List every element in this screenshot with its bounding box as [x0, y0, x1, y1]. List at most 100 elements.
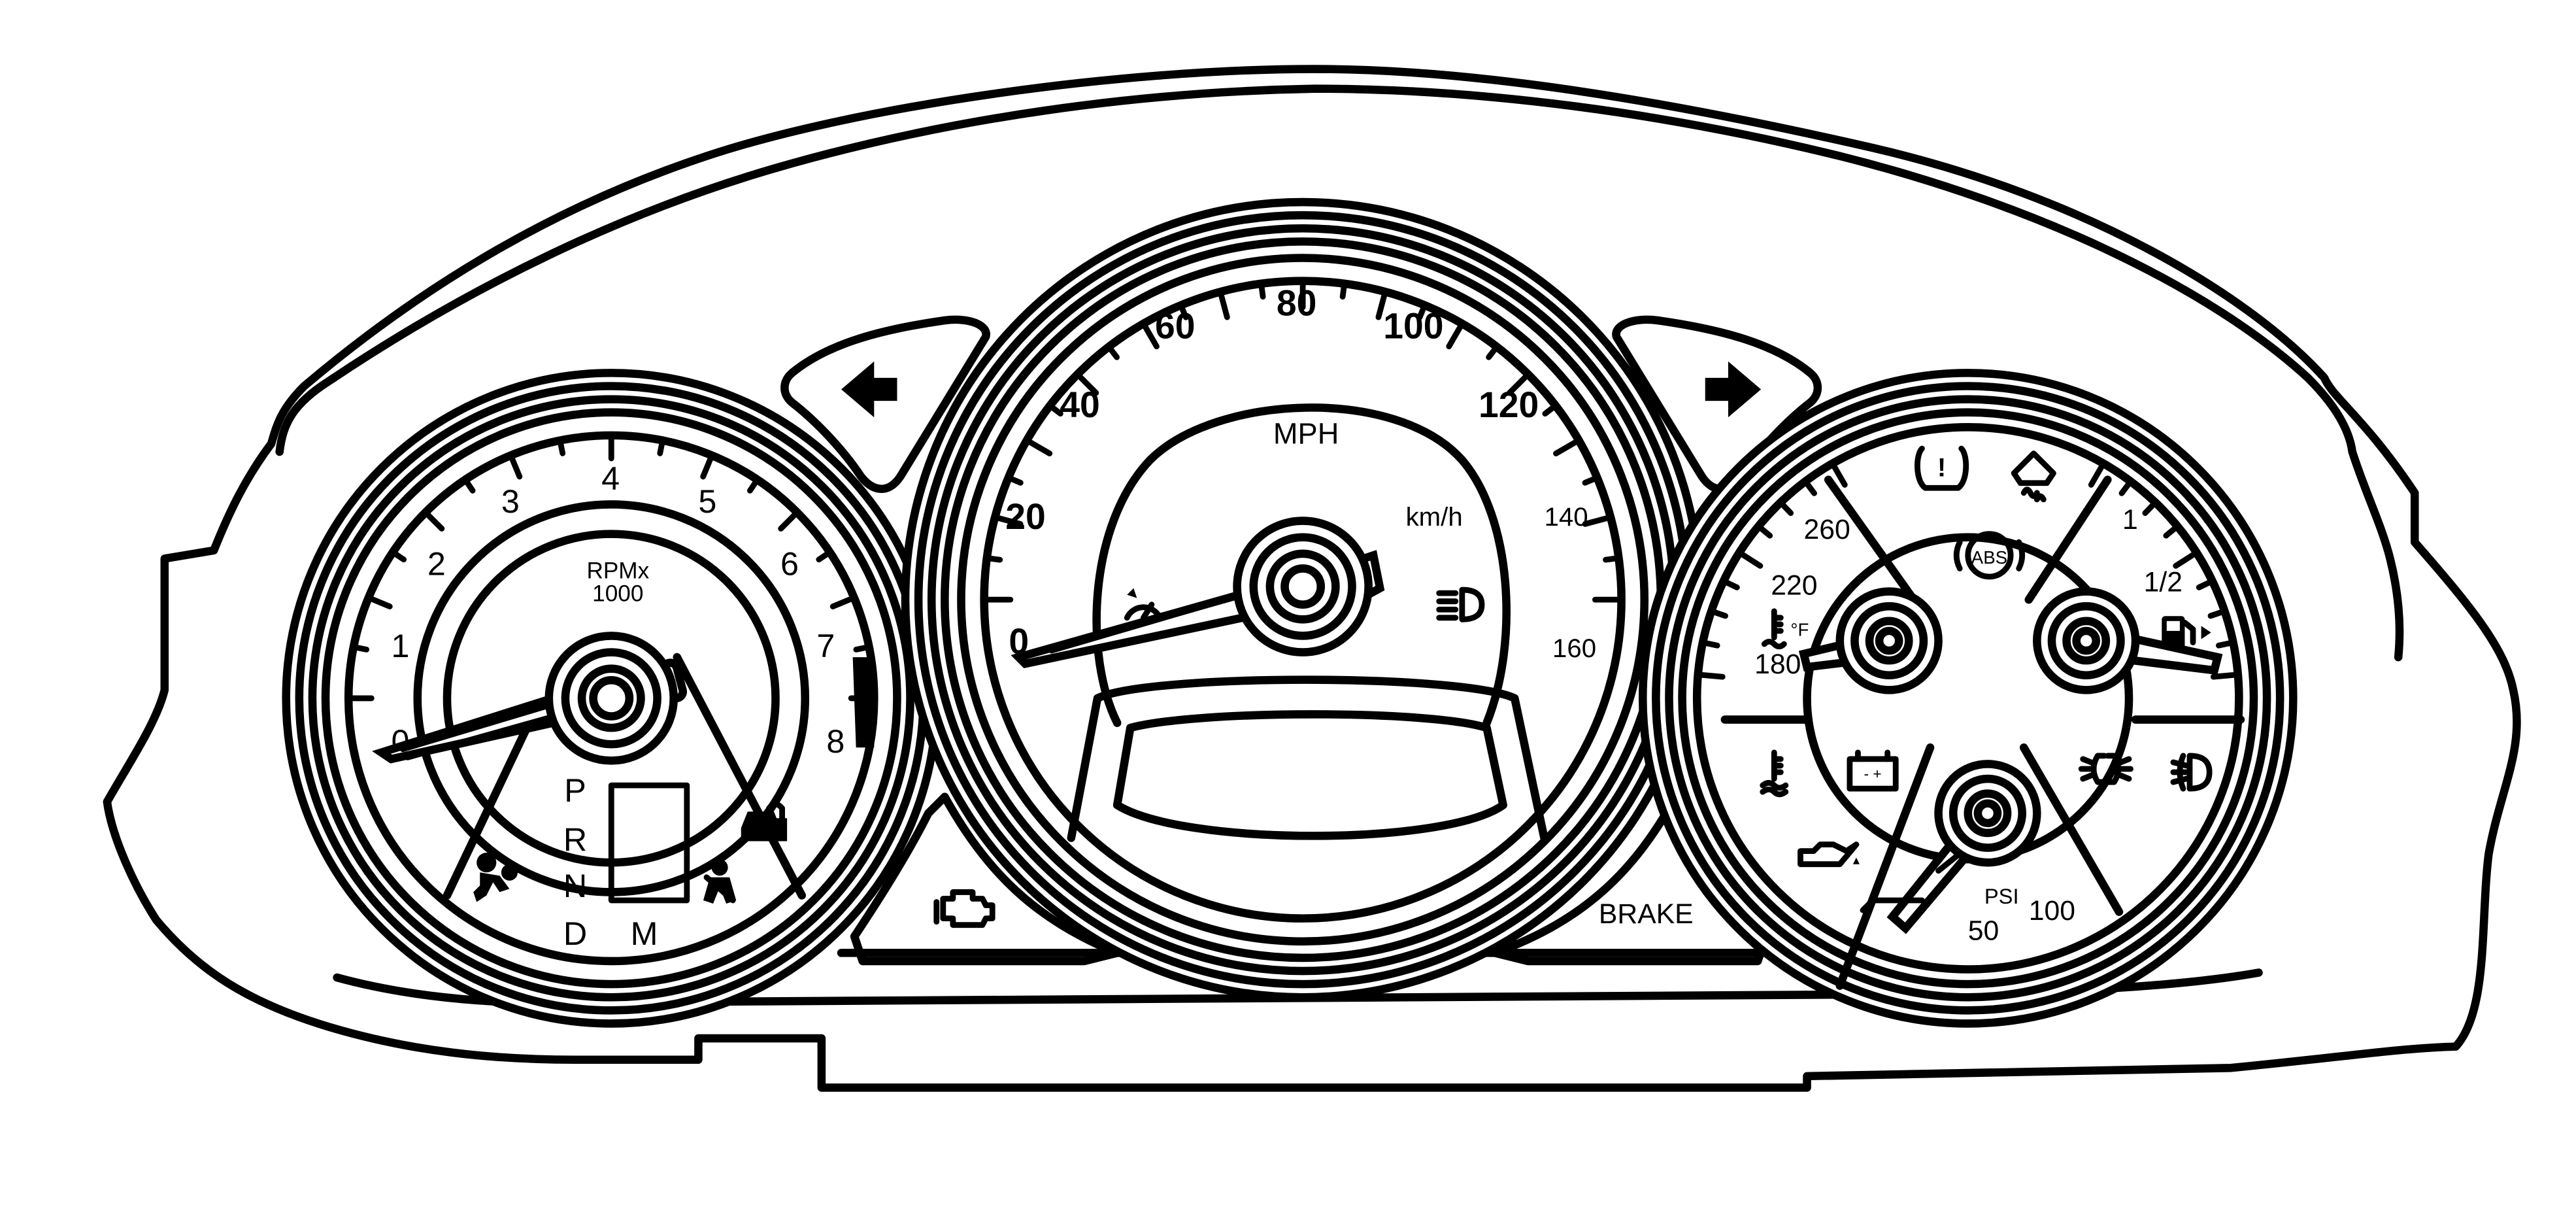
front-fog-lamp-icon: [2170, 753, 2213, 792]
rpm-multiplier: 1000: [592, 581, 643, 607]
kmh-tick-label: 140: [1544, 502, 1588, 532]
major-tick: [365, 594, 393, 609]
minor-tick: [1416, 302, 1428, 320]
left-turn-pod: [780, 315, 990, 493]
combination-gauge: 260 220 180 °F 1 1/2 PSI 50 100 ! ABS: [1638, 369, 2298, 1028]
fuel-tick-label: 1: [2122, 504, 2138, 536]
mph-tick-label: 100: [1383, 306, 1443, 347]
gear-letter: D: [563, 915, 587, 952]
minor-tick: [1720, 578, 1740, 590]
airbag-icon: [473, 853, 518, 902]
minor-tick: [2142, 500, 2158, 517]
minor-tick: [1777, 500, 1794, 517]
mph-tick-label: 40: [1060, 384, 1099, 425]
major-tick: [1553, 437, 1582, 456]
minor-tick: [1105, 344, 1120, 360]
traction-control-icon: [2011, 450, 2056, 503]
parking-lamp-icon: [2078, 753, 2133, 785]
minor-tick: [2207, 608, 2228, 619]
minor-tick: [1486, 344, 1500, 360]
major-tick: [1075, 371, 1099, 396]
tach-tick-label: 8: [826, 723, 845, 760]
minor-tick: [1046, 403, 1063, 417]
right-turn-pod: [1612, 315, 1822, 493]
oil-tick-label: 50: [1968, 915, 1999, 946]
minor-tick: [557, 437, 566, 456]
minor-tick: [1542, 403, 1559, 417]
check-engine-pod: [850, 792, 1122, 966]
tach-tick-label: 5: [698, 483, 716, 520]
major-tick: [778, 509, 800, 532]
major-tick: [2173, 549, 2200, 569]
temp-tick-marks: [1695, 460, 1848, 680]
minor-tick: [984, 555, 1003, 563]
minor-tick: [657, 437, 666, 456]
temp-needle: [1798, 587, 1943, 694]
oil-unit-label: PSI: [1984, 884, 2019, 908]
major-tick: [1736, 549, 1764, 569]
kmh-unit-label: km/h: [1406, 502, 1463, 532]
temp-tick-label: 180: [1754, 649, 1801, 680]
battery-terminal-signs: - +: [1864, 766, 1882, 782]
speedometer: 0 20 40 60 80 100 120 140 160 MPH km/h: [901, 197, 1705, 1002]
tach-tick-label: 2: [427, 545, 446, 582]
minor-tick: [853, 644, 872, 653]
seatbelt-icon: [703, 859, 737, 904]
major-tick: [1375, 288, 1388, 320]
tach-needle: [372, 632, 688, 765]
temp-unit-label: °F: [1790, 619, 1809, 639]
minor-tick: [350, 644, 370, 653]
gear-display-window: [608, 782, 690, 904]
mph-tick-label: 80: [1277, 282, 1316, 323]
fuel-tick-label: 1/2: [2144, 567, 2183, 598]
minor-tick: [1339, 280, 1348, 300]
minor-tick: [1699, 639, 1720, 649]
battery-icon: - +: [1847, 749, 1899, 792]
tach-tick-label: 6: [780, 545, 799, 582]
oil-can-icon: [1798, 842, 1860, 868]
mph-tick-label: 60: [1155, 306, 1195, 347]
fuel-tick-marks: [2088, 460, 2241, 680]
tach-tick-label: 4: [601, 460, 620, 497]
minor-tick: [1755, 523, 1773, 539]
tach-tick-marks: [345, 432, 877, 702]
major-tick: [1140, 320, 1160, 350]
manual-mode-letter: M: [631, 915, 658, 952]
check-engine-icon: [933, 889, 995, 928]
minor-tick: [1258, 280, 1266, 300]
tach-tick-label: 7: [816, 628, 835, 664]
major-tick: [700, 452, 715, 480]
minor-tick: [390, 549, 407, 563]
svg-text:!: !: [1937, 453, 1946, 483]
gear-letter: P: [564, 772, 586, 809]
tach-tick-label: 3: [501, 483, 520, 520]
minor-tick: [747, 477, 761, 494]
major-tick: [1830, 460, 1848, 488]
minor-tick: [2163, 523, 2181, 539]
prnd-indicator: P R N D M: [563, 772, 690, 952]
fuel-needle: [2033, 587, 2223, 694]
minor-tick: [2196, 578, 2216, 590]
abs-label: ABS: [1971, 547, 2007, 568]
coolant-temp-icon: [1761, 608, 1787, 650]
gear-letter: R: [563, 822, 587, 858]
mph-tick-label: 20: [1005, 496, 1045, 537]
oil-pressure-needle: [1860, 760, 2041, 934]
minor-tick: [1005, 475, 1024, 486]
major-tick: [992, 514, 1024, 527]
turn-right-arrow-icon: [1705, 361, 1762, 418]
major-tick: [422, 509, 445, 532]
cruise-control-icon: [1124, 588, 1163, 621]
minor-tick: [1802, 478, 1817, 496]
speedo-tick-marks: [981, 278, 1624, 603]
major-tick: [1582, 514, 1614, 527]
tachometer: 0 1 2 3 4 5 6 7 8 RPMx 1000 P R N D M: [282, 369, 941, 1028]
major-tick: [1506, 371, 1531, 396]
major-tick: [507, 452, 523, 480]
temp-tick-label: 220: [1771, 570, 1817, 602]
kmh-tick-label: 160: [1552, 634, 1596, 663]
turn-left-arrow-icon: [841, 361, 897, 418]
brake-warning-label: BRAKE: [1599, 898, 1694, 930]
fuel-pump-icon: [2162, 616, 2211, 649]
